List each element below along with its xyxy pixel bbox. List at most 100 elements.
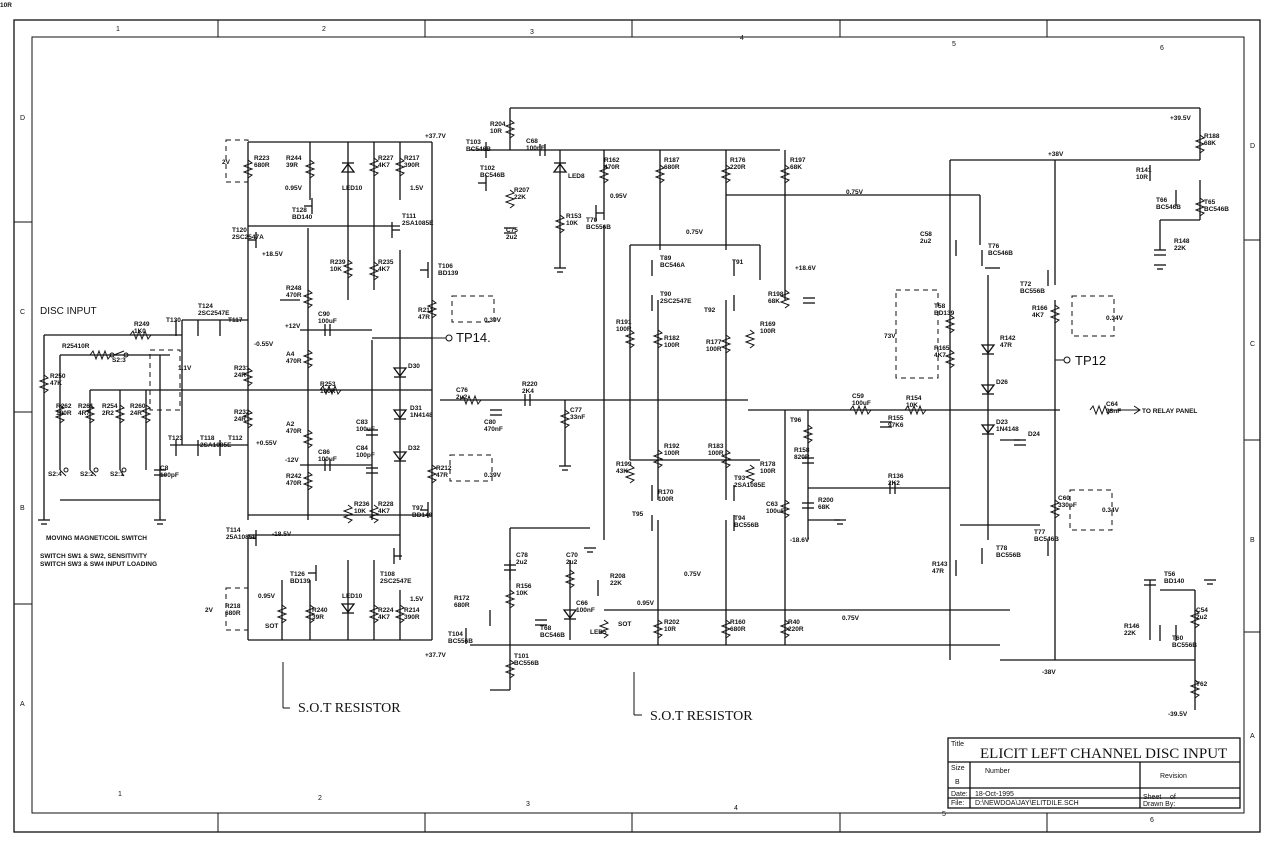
rail-labels: +37.7V +37.7V +39.5V -39.5V +38V -38V +1… [178,115,1191,718]
component-value: 2u2 [920,238,932,245]
component-value: 100R [320,388,336,395]
v095-a: 0.95V [285,185,303,192]
component-ref: T97 [412,505,424,512]
row-right-c: C [1250,341,1255,348]
component-ref: R224 [378,607,394,614]
component-value: 470R [604,164,620,171]
component-ref: R227 [378,155,394,162]
v075-c: 0.75V [684,571,702,578]
zone-ticks [14,20,1260,832]
component-ref: C76 [456,387,468,394]
component-ref: S2:4 [48,471,62,478]
component-value: 10R [490,128,502,135]
component-ref: C86 [318,449,330,456]
revision-label: Revision [1160,773,1187,780]
component-value: 47R [436,472,448,479]
component-value: BC556B [734,522,759,529]
component-value: 680R [664,164,680,171]
component-value: 25A1085E [226,534,257,541]
component-ref: T65 [1204,199,1216,206]
rail-m395: -39.5V [1168,711,1188,718]
component-value: 2SA1085E [200,442,232,449]
component-ref: T96 [790,417,802,424]
rail-v11: 1.1V [178,365,192,372]
component-labels: R223680RR24439RLED10R2274K7R217390RT128B… [0,0,1229,688]
to-relay-label: TO RELAY PANEL [1142,408,1197,415]
component-ref: D30 [408,363,420,370]
component-value: 100pF [160,472,179,479]
component-value: BC556B [1172,642,1197,649]
v039-a: 0.39V [484,317,502,324]
component-ref: T78 [996,545,1008,552]
component-value: 68K [768,298,780,305]
component-value: 22K [514,194,526,201]
col-top-3: 3 [530,29,534,36]
component-ref: T102 [480,165,495,172]
tp12-label: TP12 [1075,353,1106,368]
component-value: 10R [0,2,12,9]
component-value: BC546B [540,632,565,639]
component-value: 100uF [356,426,375,433]
sot-b: SOT [618,621,631,628]
v15-a: 1.5V [410,185,424,192]
component-value: BD139 [290,578,311,585]
component-value: BC546B [1034,536,1059,543]
component-value: 100R [706,346,722,353]
component-ref: R261 [78,403,94,410]
disc-input-label: DISC INPUT [40,306,97,317]
component-ref: T76 [988,243,1000,250]
component-ref: R232 [234,409,250,416]
component-value: 4K7 [378,266,390,273]
component-value: 68K [818,504,830,511]
component-value: 100R [760,328,776,335]
component-ref: T123 [168,435,183,442]
rail-m055: -0.55V [254,341,274,348]
component-ref: R262 [56,403,72,410]
component-ref: R176 [730,157,746,164]
component-ref: A4 [286,351,295,358]
component-ref: T89 [660,255,672,262]
component-value: 10K [906,402,918,409]
component-value: BD140 [412,512,433,519]
component-value: 97K6 [888,422,904,429]
component-ref: T66 [1156,197,1168,204]
component-value: 2K2 [888,480,900,487]
component-ref: R202 [664,619,680,626]
component-ref: R182 [664,335,680,342]
v075-a: 0.75V [686,229,704,236]
col-bot-6: 6 [1150,817,1154,824]
component-value: 1K0 [134,328,146,335]
component-value: BC546B [988,250,1013,257]
col-top-1: 1 [116,26,120,33]
component-ref: S2:1 [110,471,124,478]
component-ref: D32 [408,445,420,452]
component-ref: R143 [932,561,948,568]
component-value: 43K [616,468,628,475]
component-value: 680R [730,626,746,633]
component-value: 10K [354,508,366,515]
component-ref: T104 [448,631,463,638]
component-ref: S2:3 [112,357,126,364]
sot-resistor-left: S.O.T RESISTOR [298,701,401,716]
component-value: 22K [610,580,622,587]
wiring-right [949,108,1201,710]
component-ref: T118 [200,435,215,442]
component-value: 10K [330,266,342,273]
component-value: 39R [286,162,298,169]
sot-resistor-right: S.O.T RESISTOR [650,709,753,724]
component-ref: C60 [1058,495,1070,502]
outer-frame [13,19,1261,833]
component-ref: C77 [570,407,582,414]
component-ref: C63 [766,501,778,508]
headings: DISC INPUT TP14. TP12 TO RELAY PANEL S.O… [40,306,1197,724]
component-ref: R200 [818,497,834,504]
zone-labels: 1 2 3 4 5 6 1 2 3 4 5 6 D C B A D C B A [20,26,1255,824]
component-value: 33nF [570,414,585,421]
component-value: 2K4 [522,388,534,395]
component-ref: R211 [418,307,434,314]
v034-b: 0.34V [1102,507,1120,514]
title-label: Title [951,741,964,748]
component-ref: R235 [378,259,394,266]
component-ref: C75 [506,227,518,234]
